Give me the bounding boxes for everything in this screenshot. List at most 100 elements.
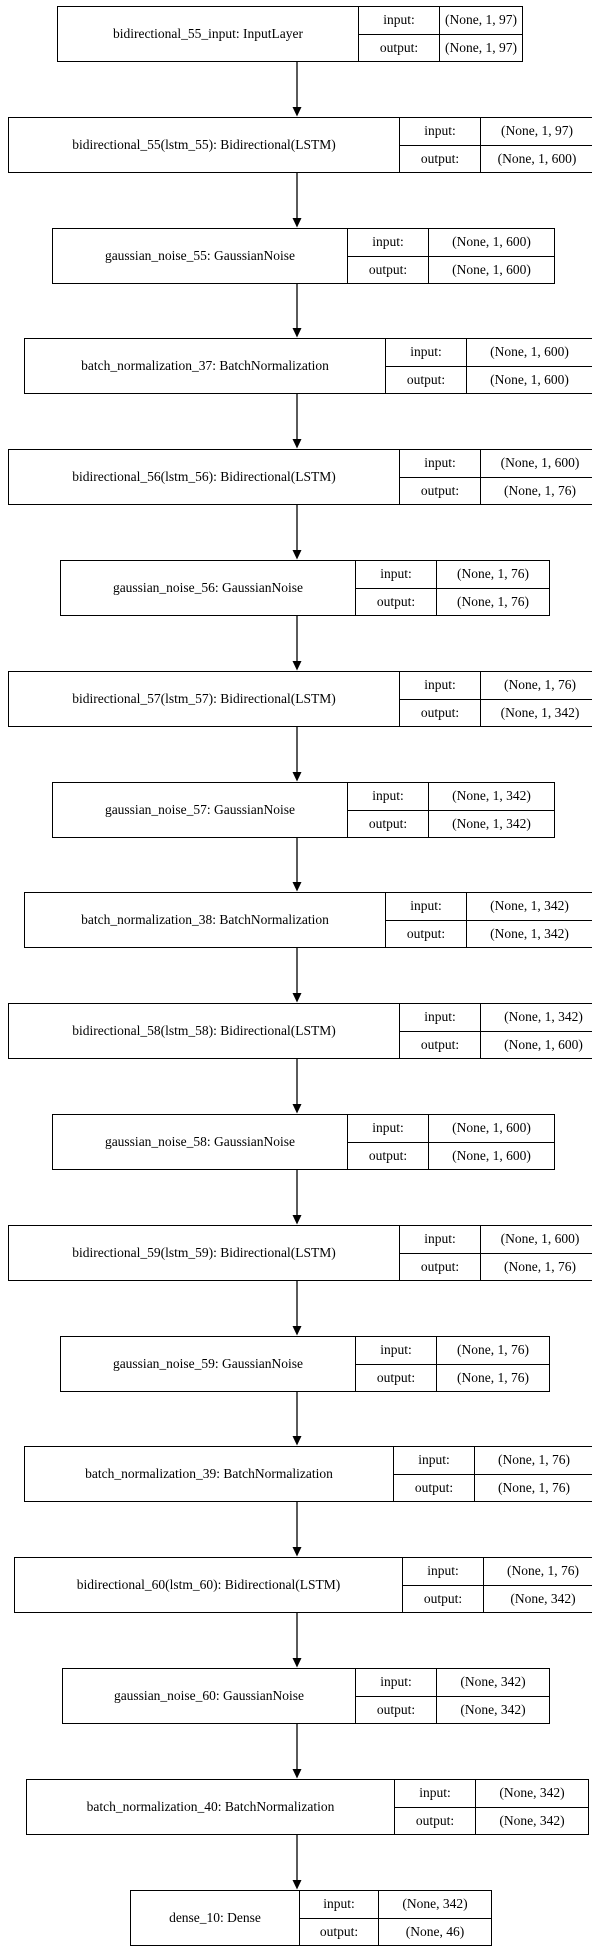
input-label: input: <box>400 672 481 699</box>
input-shape: (None, 1, 600) <box>452 1120 531 1136</box>
arrow-head-icon <box>292 1880 302 1890</box>
input-label: input: <box>400 450 481 477</box>
layer-name: bidirectional_58(lstm_58): Bidirectional… <box>9 1004 400 1058</box>
layer-node: bidirectional_60(lstm_60): Bidirectional… <box>14 1557 592 1613</box>
input-row: input:(None, 1, 342) <box>348 783 554 810</box>
output-label: output: <box>348 810 429 837</box>
output-shape: (None, 1, 76) <box>504 482 576 498</box>
arrow-head-icon <box>292 1326 302 1336</box>
layer-name: gaussian_noise_57: GaussianNoise <box>53 783 348 837</box>
input-shape: (None, 1, 600) <box>500 455 580 471</box>
input-row: input: (None, 1, 76) <box>403 1558 592 1585</box>
arrow-head-icon <box>292 772 302 782</box>
layer-node: bidirectional_56(lstm_56): Bidirectional… <box>8 449 592 505</box>
output-label: output: <box>356 588 437 615</box>
input-label: input: <box>356 1669 437 1696</box>
input-row: input: (None, 1, 600) <box>400 1226 592 1253</box>
input-row: input: (None, 1, 76) <box>400 672 592 699</box>
output-label: output: <box>400 1031 481 1058</box>
input-label: input: <box>400 118 481 145</box>
layer-name: gaussian_noise_59: GaussianNoise <box>61 1337 356 1391</box>
input-row: input:(None, 1, 600) <box>386 339 592 366</box>
output-label: output: <box>403 1585 484 1612</box>
output-row: output: (None, 46) <box>300 1917 491 1945</box>
output-label: output: <box>386 920 467 947</box>
input-shape: (None, 1, 600) <box>452 234 531 250</box>
output-row: output: (None, 1, 76) <box>394 1473 592 1501</box>
layer-node: bidirectional_55(lstm_55): Bidirectional… <box>8 117 592 173</box>
output-shape: (None, 342) <box>499 1812 565 1828</box>
input-row: input:(None, 342) <box>395 1780 588 1807</box>
output-shape: (None, 1, 342) <box>490 925 569 941</box>
output-row: output:(None, 1, 97) <box>359 33 522 61</box>
layer-name: gaussian_noise_56: GaussianNoise <box>61 561 356 615</box>
arrow-head-icon <box>292 661 302 671</box>
input-label: input: <box>403 1558 484 1585</box>
arrow-head-icon <box>292 993 302 1003</box>
input-row: input:(None, 342) <box>300 1891 491 1918</box>
layer-name: bidirectional_56(lstm_56): Bidirectional… <box>9 450 400 504</box>
output-row: output: (None, 1, 600) <box>400 144 592 172</box>
output-label: output: <box>348 1142 429 1169</box>
output-shape: (None, 342) <box>460 1701 526 1717</box>
arrow-head-icon <box>292 1658 302 1668</box>
layer-name: bidirectional_55_input: InputLayer <box>58 7 359 61</box>
layer-node: bidirectional_59(lstm_59): Bidirectional… <box>8 1225 592 1281</box>
arrow-head-icon <box>292 107 302 117</box>
output-shape: (None, 1, 97) <box>445 39 517 55</box>
arrow-head-icon <box>292 1769 302 1779</box>
output-row: output: (None, 1, 600) <box>348 255 554 283</box>
output-shape: (None, 1, 600) <box>497 150 577 166</box>
output-shape: (None, 1, 76) <box>457 1369 529 1385</box>
input-shape: (None, 1, 342) <box>452 788 531 804</box>
layer-node: batch_normalization_39: BatchNormalizati… <box>24 1446 592 1502</box>
input-row: input:(None, 1, 76) <box>356 561 549 588</box>
output-label: output: <box>394 1474 475 1501</box>
input-label: input: <box>348 229 429 256</box>
input-row: input:(None, 1, 97) <box>359 7 522 34</box>
output-shape: (None, 1, 342) <box>500 704 580 720</box>
output-shape: (None, 46) <box>405 1923 465 1939</box>
output-shape: (None, 1, 76) <box>498 1479 570 1495</box>
layer-name: batch_normalization_38: BatchNormalizati… <box>25 893 386 947</box>
input-shape: (None, 1, 76) <box>498 1452 570 1468</box>
input-shape: (None, 1, 600) <box>500 1231 580 1247</box>
input-row: input:(None, 1, 342) <box>386 893 592 920</box>
input-label: input: <box>400 1004 481 1031</box>
output-shape: (None, 1, 600) <box>452 261 531 277</box>
arrow-head-icon <box>292 1547 302 1557</box>
output-label: output: <box>300 1918 379 1945</box>
output-shape: (None, 1, 342) <box>452 815 531 831</box>
input-label: input: <box>356 1337 437 1364</box>
input-label: input: <box>400 1226 481 1253</box>
input-shape: (None, 1, 76) <box>504 677 576 693</box>
output-row: output:(None, 1, 600) <box>348 1141 554 1169</box>
input-label: input: <box>300 1891 379 1918</box>
output-label: output: <box>386 366 467 393</box>
output-label: output: <box>348 256 429 283</box>
arrow-head-icon <box>292 439 302 449</box>
output-row: output:(None, 342) <box>403 1584 592 1612</box>
layer-name: gaussian_noise_58: GaussianNoise <box>53 1115 348 1169</box>
output-row: output:(None, 342) <box>395 1806 588 1834</box>
input-row: input:(None, 1, 600) <box>348 1115 554 1142</box>
output-label: output: <box>356 1364 437 1391</box>
input-label: input: <box>394 1447 475 1474</box>
output-row: output:(None, 342) <box>356 1695 549 1723</box>
input-shape: (None, 1, 76) <box>507 1563 579 1579</box>
input-label: input: <box>359 7 440 34</box>
arrow-head-icon <box>292 1104 302 1114</box>
output-label: output: <box>400 477 481 504</box>
input-label: input: <box>395 1780 476 1807</box>
input-row: input: (None, 1, 76) <box>394 1447 592 1474</box>
output-label: output: <box>400 145 481 172</box>
output-label: output: <box>400 1253 481 1280</box>
arrow-head-icon <box>292 328 302 338</box>
